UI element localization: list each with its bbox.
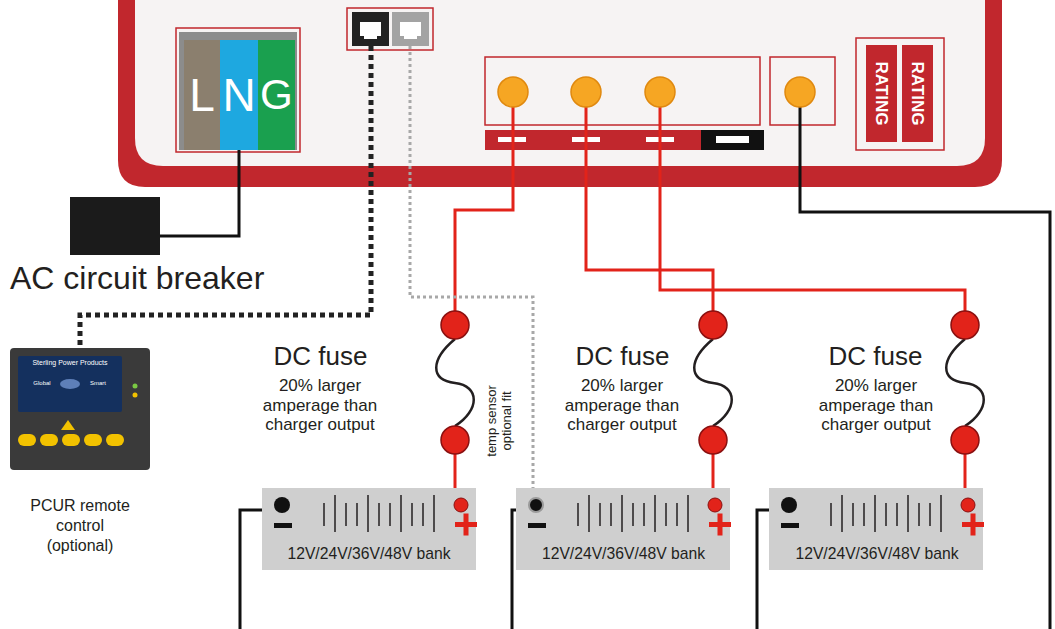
brand-text: Smart [84,380,112,387]
positive-terminal [498,77,528,107]
negative-terminal-box [770,57,835,125]
sensor-note: temp sensor optional fit [485,381,515,461]
positive-bar [485,130,701,150]
node-label: 12V/24V/36V/48V bank [769,545,985,564]
remote-globe [60,379,80,389]
power-cable [160,150,239,236]
fuse-label: DC fuse [550,342,695,372]
fuse-note: 20% larger amperage than charger output [811,376,941,435]
terminal-cell: G [258,40,295,150]
dash-mark [716,136,749,143]
negative-terminal [785,77,815,107]
battery-symbols [262,488,984,570]
rating-plate: RATING [866,45,897,142]
remote-control: PCUR remote control (optional) [10,348,150,470]
fuse-label: DC fuse [803,342,948,372]
node-label: AC circuit breaker [10,261,264,296]
remote-body [10,348,150,470]
terminal-letter: N [222,72,255,118]
temp-port [392,12,429,46]
battery-symbol [262,488,477,570]
terminal-cell: L [184,40,220,150]
port-outline [347,8,433,50]
remote-button [40,434,58,446]
remote-port [352,12,389,46]
fuse-note: 20% larger amperage than charger output [255,376,385,435]
terminal-block-outline [176,28,300,152]
fuse-symbol [436,311,474,454]
remote-button [84,434,102,446]
battery-bank: 12V/24V/36V/48V bank [262,488,476,570]
fuse-symbol [946,311,984,454]
terminal-block [179,32,297,150]
rating-outline [856,38,944,150]
brand-text: Global [28,380,56,387]
rating-text: RATING [873,62,890,126]
negative-wire [757,510,771,629]
remote-button [106,434,124,446]
port-icon [400,22,421,39]
battery-symbol [769,488,984,570]
charger-housing [118,0,1002,187]
remote-led [133,393,138,398]
terminal-letter: L [189,72,215,118]
remote-button [62,434,80,446]
node-label: 12V/24V/36V/48V bank [262,545,476,564]
remote-led [133,384,138,389]
positive-terminal-box [485,57,760,125]
fuse-symbol [694,311,732,454]
charger-panel [135,0,985,166]
node-label: PCUR remote control (optional) [22,496,138,556]
node-label: 12V/24V/36V/48V bank [516,545,731,564]
battery-bank: 12V/24V/36V/48V bank [769,488,985,570]
remote-button [61,420,75,430]
remote-button [18,434,36,446]
positive-wire [455,92,513,311]
battery-bank: 12V/24V/36V/48V bank [516,488,731,570]
remote-cable [80,46,371,346]
positive-terminal [571,77,601,107]
terminal-letter: G [260,74,293,116]
positive-wire [586,92,713,311]
fuse-note: 20% larger amperage than charger output [557,376,687,435]
positive-terminal [645,77,675,107]
fuse-label: DC fuse [248,342,393,372]
rating-text: RATING [909,62,926,126]
remote-screen [18,356,122,412]
terminal-cell: N [220,40,258,150]
battery-symbol [516,488,731,570]
port-icon [360,22,381,39]
brand-text: Sterling Power Products [20,359,120,367]
rating-plate: RATING [902,45,933,142]
negative-bar [701,130,764,150]
temp-sensor-cable [410,46,533,503]
negative-wire [240,510,264,629]
circuit-breaker: AC circuit breaker [70,197,160,255]
